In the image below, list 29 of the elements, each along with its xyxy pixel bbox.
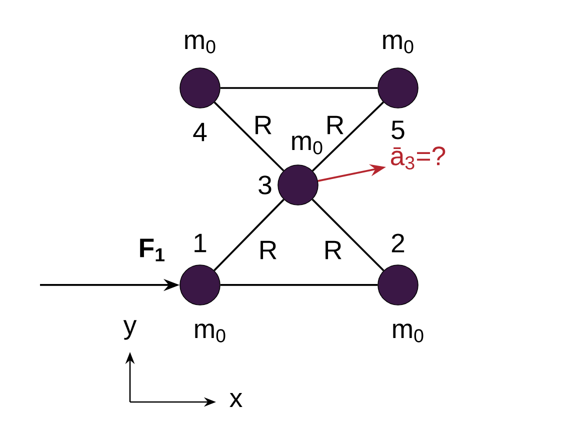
mass-label: m$_{0}$ — [292, 136, 322, 154]
mass-circle — [180, 68, 220, 108]
rod — [214, 102, 284, 172]
mass-label: m$_{0}$ — [185, 34, 216, 54]
mass-circle — [278, 164, 318, 206]
mass-circle — [378, 264, 418, 306]
rod — [220, 87, 378, 89]
edge-label: R — [260, 240, 276, 260]
mass-label: 5 — [392, 120, 404, 140]
rod — [312, 198, 384, 272]
mass-circle — [180, 264, 220, 306]
edge-label: ā$_{3}$=? — [390, 146, 446, 170]
rod — [312, 102, 384, 172]
mass-label: m$_{0}$ — [383, 34, 414, 54]
mass-label: 3 — [258, 176, 272, 194]
mass-label: 4 — [193, 122, 207, 142]
axis-label: y — [123, 320, 137, 340]
edge-label: R — [326, 240, 342, 260]
mass-label: 1 — [194, 234, 206, 252]
edge-label: R — [328, 116, 344, 134]
mass-label: m$_{0}$ — [195, 324, 226, 342]
edge-label: R — [256, 116, 272, 134]
edge-label: F$_{1}$ — [140, 238, 164, 262]
mass-label: m$_{0}$ — [393, 324, 424, 342]
rod — [214, 198, 284, 272]
mass-label: 2 — [392, 234, 404, 252]
rod — [220, 284, 378, 286]
axis-label: x — [230, 392, 242, 408]
mass-circle — [378, 68, 418, 108]
